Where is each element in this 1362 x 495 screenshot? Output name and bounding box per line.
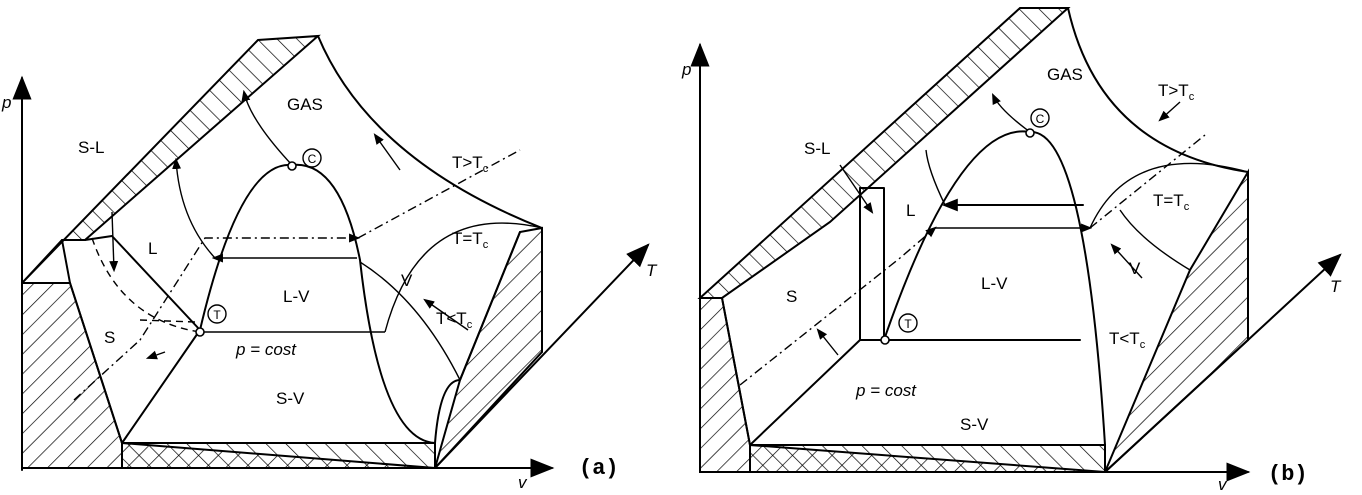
liquid-label-b: L: [906, 201, 915, 220]
solid-label-b: S: [786, 287, 797, 306]
isotherm-below-a: T<Tc: [436, 309, 473, 331]
svg-text:T>Tc: T>Tc: [1158, 81, 1195, 103]
T-axis-label-b: T: [1330, 277, 1342, 296]
isotherm-above-b: T>Tc: [1158, 81, 1195, 103]
triple-point-label-b: T: [904, 317, 912, 331]
hatch-face-bottom-b: [749, 444, 1106, 473]
solid-vapor-label-a: S-V: [276, 389, 305, 408]
vapor-label-b: V: [1129, 259, 1141, 278]
svg-text:T<Tc: T<Tc: [1109, 329, 1146, 351]
liquid-vapor-label-b: L-V: [981, 274, 1008, 293]
p-axis-label-b: p: [681, 60, 691, 79]
critical-point-label-a: C: [308, 152, 317, 166]
caption-b: (b): [1268, 462, 1308, 487]
svg-text:T=Tc: T=Tc: [452, 229, 489, 251]
critical-point-b: [1025, 128, 1035, 138]
triple-point-a: [195, 327, 205, 337]
isotherm-critical-a: T=Tc: [452, 229, 489, 251]
svg-text:T=Tc: T=Tc: [1153, 191, 1190, 213]
gas-label-b: GAS: [1047, 65, 1083, 84]
critical-point-label-b: C: [1036, 112, 1045, 126]
isotherm-critical-b: T=Tc: [1153, 191, 1190, 213]
triple-point-b: [880, 335, 890, 345]
caption-a: (a): [579, 456, 619, 481]
liquid-label-a: L: [148, 239, 157, 258]
svg-text:T<Tc: T<Tc: [436, 309, 473, 331]
isotherm-below-b: T<Tc: [1109, 329, 1146, 351]
vapor-label-a: V: [401, 271, 413, 290]
v-axis-label-b: v: [1218, 475, 1228, 494]
triple-point-label-a: T: [213, 308, 221, 322]
liquid-vapor-label-a: L-V: [283, 287, 310, 306]
solid-label-a: S: [104, 328, 115, 347]
hatch-face-top-b: [697, 7, 1071, 299]
solid-vapor-label-b: S-V: [960, 415, 989, 434]
hatch-face-right-a: [434, 226, 543, 469]
hatch-face-bottom-a: [121, 442, 436, 469]
T-axis-label-a: T: [646, 261, 658, 280]
isobar-label-a: p = cost: [235, 340, 297, 359]
v-axis-label-a: v: [518, 473, 528, 492]
hatch-face-right-b: [1104, 168, 1249, 473]
gas-label-a: GAS: [287, 95, 323, 114]
panel-a: C T p v T GAS L S V L-V S-V S-L p = cost…: [1, 34, 658, 492]
hatch-face-top-a: [21, 34, 321, 284]
critical-point-a: [287, 161, 297, 171]
p-axis-label-a: p: [1, 93, 11, 112]
svg-text:T>Tc: T>Tc: [452, 153, 489, 175]
hatch-face-left-a: [21, 282, 436, 469]
solid-liquid-label-a: S-L: [78, 138, 104, 157]
panel-b: C T p v T GAS L S V L-V S-V S-L p = cost…: [681, 7, 1342, 494]
isotherm-above-a: T>Tc: [452, 153, 489, 175]
solid-liquid-label-b: S-L: [804, 139, 830, 158]
isobar-label-b: p = cost: [855, 381, 917, 400]
